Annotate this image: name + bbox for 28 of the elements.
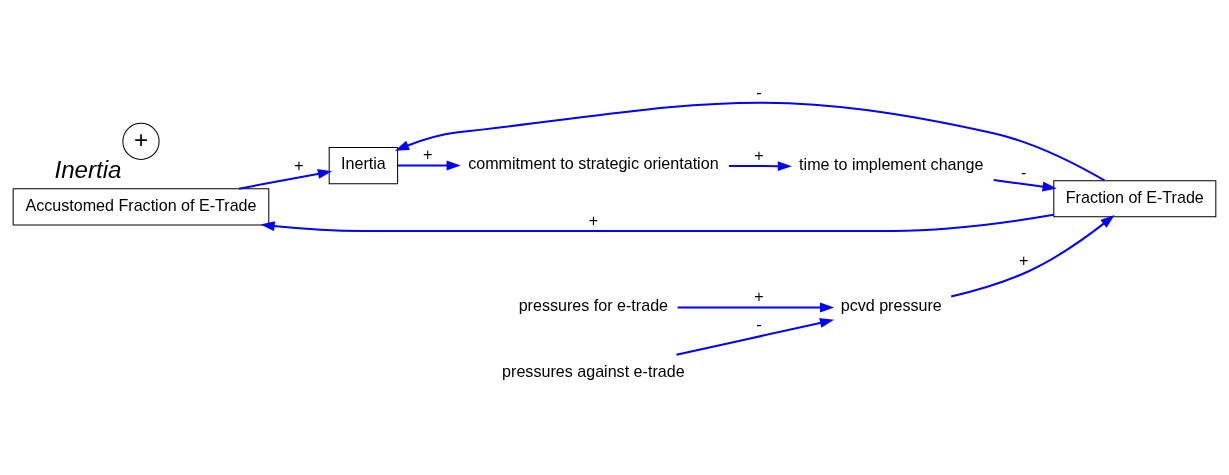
edge-label: - [756, 82, 762, 101]
node-text: pressures for e-trade [518, 295, 669, 314]
edge-label: + [754, 145, 764, 164]
node-text: commitment to strategic orientation [468, 153, 719, 172]
edge-label: - [1020, 162, 1027, 181]
arrow [728, 160, 792, 171]
arrow [260, 213, 1054, 232]
node-box: Inertia [328, 146, 399, 184]
edge-label: + [588, 210, 599, 229]
edge-label: + [1018, 250, 1029, 269]
node-box: Accustomed Fraction of E-Trade [12, 187, 270, 225]
edge-label: + [754, 286, 764, 305]
node-text: time to implement change [799, 154, 984, 173]
arrow [394, 101, 1105, 181]
node-box: Fraction of E-Trade [1053, 179, 1217, 217]
edge-label: + [423, 144, 433, 163]
edge-label: - [756, 314, 762, 333]
node-circle: + [122, 122, 160, 160]
node-text: pcvd pressure [840, 295, 942, 314]
arrow [993, 178, 1057, 191]
arrow [677, 302, 835, 312]
arrow [950, 214, 1115, 297]
edge-label: + [294, 155, 304, 174]
node-text: pressures against e-trade [502, 361, 685, 380]
arrow [398, 160, 461, 170]
arrow [676, 317, 835, 356]
arrow [238, 168, 332, 190]
node-label: Inertia [54, 155, 122, 183]
